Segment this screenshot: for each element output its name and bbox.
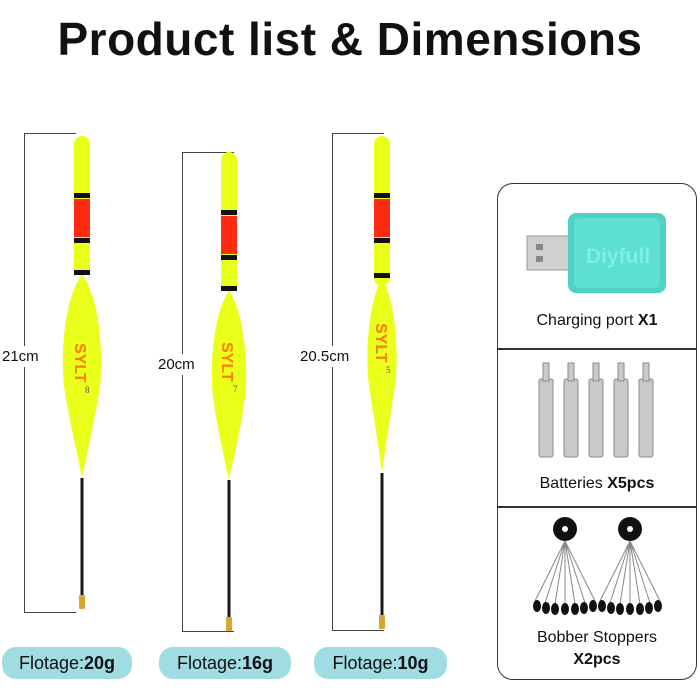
accessory-name: Charging port <box>536 312 634 329</box>
accessory-qty: X1 <box>637 312 658 329</box>
length-label: 20cm <box>158 354 195 375</box>
flotage-value: 10g <box>397 652 429 673</box>
accessory-caption-batteries: Batteries X5pcs <box>498 475 696 493</box>
usb-charger-image: Diyfull <box>526 213 666 293</box>
brand-logo: SYLT <box>71 343 88 383</box>
accessories-panel: Diyfull Charging port X1 Batteries X5pcs <box>497 183 697 680</box>
float-number: 5 <box>386 365 391 375</box>
batteries-image <box>538 362 654 458</box>
flotage-badge-2: Flotage:16g <box>159 647 291 679</box>
flotage-label: Flotage: <box>176 652 242 673</box>
flotage-value: 16g <box>242 652 274 673</box>
brand-logo: SYLT <box>218 342 235 382</box>
float-number: 8 <box>85 385 90 395</box>
bobber-stoppers-image <box>533 517 662 615</box>
flotage-label: Flotage: <box>332 652 398 673</box>
fishing-float-1: SYLT 8 <box>62 136 102 609</box>
length-label: 20.5cm <box>300 346 350 367</box>
fishing-float-3: SYLT 5 <box>367 136 397 629</box>
float-number: 7 <box>233 384 238 394</box>
dimension-marker-3: 20.5cm <box>300 133 390 631</box>
accessory-name: Bobber Stoppers <box>536 629 658 646</box>
divider <box>498 506 696 508</box>
divider <box>498 348 696 350</box>
fishing-float-2: SYLT 7 <box>211 152 247 631</box>
accessory-caption-charger: Charging port X1 <box>498 312 696 330</box>
flotage-badge-3: Flotage:10g <box>314 647 447 679</box>
flotage-badge-1: Flotage:20g <box>2 647 132 679</box>
accessory-qty: X5pcs <box>607 475 655 492</box>
brand-logo: SYLT <box>372 323 389 363</box>
charger-brand: Diyfull <box>586 245 650 268</box>
length-label: 21cm <box>2 346 39 367</box>
dimension-marker-2: 20cm <box>158 152 240 632</box>
accessory-qty: X2pcs <box>573 651 621 668</box>
accessory-caption-stoppers: Bobber Stoppers X2pcs <box>498 627 696 671</box>
dimension-marker-1: 21cm <box>2 133 82 613</box>
accessory-name: Batteries <box>539 475 603 492</box>
flotage-label: Flotage: <box>18 652 84 673</box>
flotage-value: 20g <box>84 652 116 673</box>
page-title: Product list & Dimensions <box>57 13 643 65</box>
